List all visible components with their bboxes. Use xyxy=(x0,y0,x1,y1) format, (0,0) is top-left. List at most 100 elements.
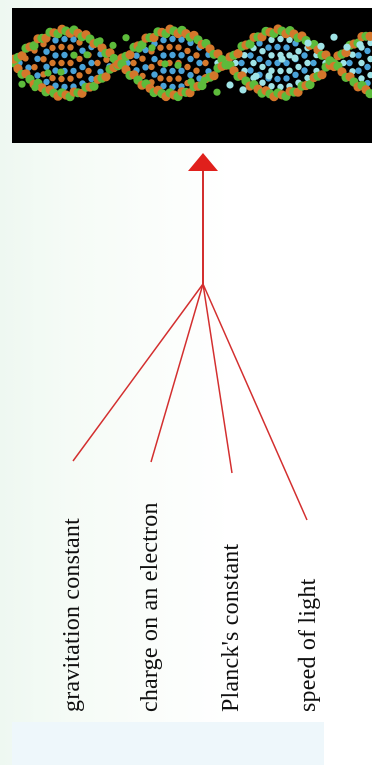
dna-base-atom xyxy=(259,80,265,86)
dna-base-atom xyxy=(148,64,154,70)
dna-base-atom xyxy=(196,60,202,66)
dna-atom xyxy=(161,60,168,67)
connector-planck xyxy=(203,284,232,473)
dna-base-atom xyxy=(286,68,292,74)
dna-base-atom xyxy=(169,52,175,58)
dna-base-atom xyxy=(259,48,265,54)
dna-base-atom xyxy=(295,64,301,70)
dna-base-atom xyxy=(358,75,364,81)
dna-base-atom xyxy=(67,60,73,66)
dna-atom xyxy=(57,69,64,76)
dna-atom xyxy=(317,43,324,50)
dna-base-atom xyxy=(304,60,310,66)
dna-base-atom xyxy=(274,44,280,50)
dna-base-atom xyxy=(256,56,262,62)
dna-base-atom xyxy=(367,56,372,62)
dna-base-atom xyxy=(277,68,283,74)
dna-atom xyxy=(44,69,51,76)
dna-base-atom xyxy=(79,64,85,70)
dna-base-atom xyxy=(364,64,370,70)
dna-base-atom xyxy=(67,44,73,50)
dna-base-atom xyxy=(250,60,256,66)
dna-base-atom xyxy=(76,72,82,78)
dna-base-atom xyxy=(202,60,208,66)
dna-base-atom xyxy=(157,75,163,81)
dna-base-atom xyxy=(58,60,64,66)
dna-atom xyxy=(18,81,25,88)
dna-base-atom xyxy=(49,45,55,51)
dna-base-atom xyxy=(178,52,184,58)
dna-atom xyxy=(278,56,285,63)
dna-base-atom xyxy=(301,52,307,58)
dna-base-atom xyxy=(142,64,148,70)
dna-base-atom xyxy=(52,52,58,58)
dna-base-atom xyxy=(292,72,298,78)
dna-base-atom xyxy=(184,48,190,54)
dna-base-atom xyxy=(169,36,175,42)
dna-base-atom xyxy=(43,49,49,55)
dna-base-atom xyxy=(265,60,271,66)
dna-base-atom xyxy=(166,44,172,50)
dna-base-atom xyxy=(193,68,199,74)
dna-base-atom xyxy=(355,68,361,74)
dna-base-atom xyxy=(31,64,37,70)
dna-base-atom xyxy=(175,75,181,81)
dna-base-atom xyxy=(310,60,316,66)
dna-atom xyxy=(343,44,350,51)
dna-base-atom xyxy=(283,75,289,81)
dna-base-atom xyxy=(49,60,55,66)
dna-atom xyxy=(239,86,246,93)
dna-base-atom xyxy=(175,44,181,50)
dna-atom xyxy=(122,34,129,41)
dna-base-atom xyxy=(238,60,244,66)
dna-base-atom xyxy=(268,52,274,58)
dna-base-atom xyxy=(151,71,157,77)
dna-base-atom xyxy=(193,52,199,58)
dna-atom xyxy=(135,46,142,53)
dna-base-atom xyxy=(61,36,67,42)
connector-gravitation xyxy=(73,284,203,461)
dna-base-atom xyxy=(295,48,301,54)
dna-atom xyxy=(291,55,298,62)
dna-base-atom xyxy=(43,64,49,70)
dna-atom xyxy=(96,37,103,44)
dna-base-atom xyxy=(247,52,253,58)
dna-base-atom xyxy=(364,48,370,54)
label-plancks-constant: Planck's constant xyxy=(219,544,243,712)
label-speed-of-light: speed of light xyxy=(296,579,320,712)
dna-base-atom xyxy=(157,45,163,51)
dna-atom xyxy=(356,41,363,48)
dna-base-atom xyxy=(169,68,175,74)
dna-base-atom xyxy=(40,56,46,62)
dna-base-atom xyxy=(187,56,193,62)
dna-base-atom xyxy=(70,68,76,74)
dna-base-atom xyxy=(61,52,67,58)
dna-base-atom xyxy=(85,68,91,74)
dna-base-atom xyxy=(184,64,190,70)
dna-atom xyxy=(31,84,38,91)
connector-electron xyxy=(151,284,203,462)
dna-base-atom xyxy=(367,72,372,78)
dna-base-atom xyxy=(160,67,166,73)
dna-atom xyxy=(83,51,90,58)
dna-atom xyxy=(70,52,77,59)
dna-base-atom xyxy=(58,44,64,50)
dna-base-atom xyxy=(151,56,157,62)
dna-atom xyxy=(200,77,207,84)
dna-image xyxy=(12,8,372,143)
dna-atom xyxy=(109,42,116,49)
dna-atom xyxy=(330,34,337,41)
dna-base-atom xyxy=(259,64,265,70)
dna-atom xyxy=(265,72,272,79)
dna-base-atom xyxy=(49,75,55,81)
dna-atom xyxy=(226,81,233,88)
dna-atom xyxy=(213,89,220,96)
dna-atom xyxy=(174,62,181,69)
dna-base-atom xyxy=(355,52,361,58)
dna-base-atom xyxy=(34,72,40,78)
dna-base-atom xyxy=(283,44,289,50)
dna-base-atom xyxy=(94,60,100,66)
dna-base-atom xyxy=(166,76,172,82)
dna-atom xyxy=(252,73,259,80)
dna-atom xyxy=(187,78,194,85)
